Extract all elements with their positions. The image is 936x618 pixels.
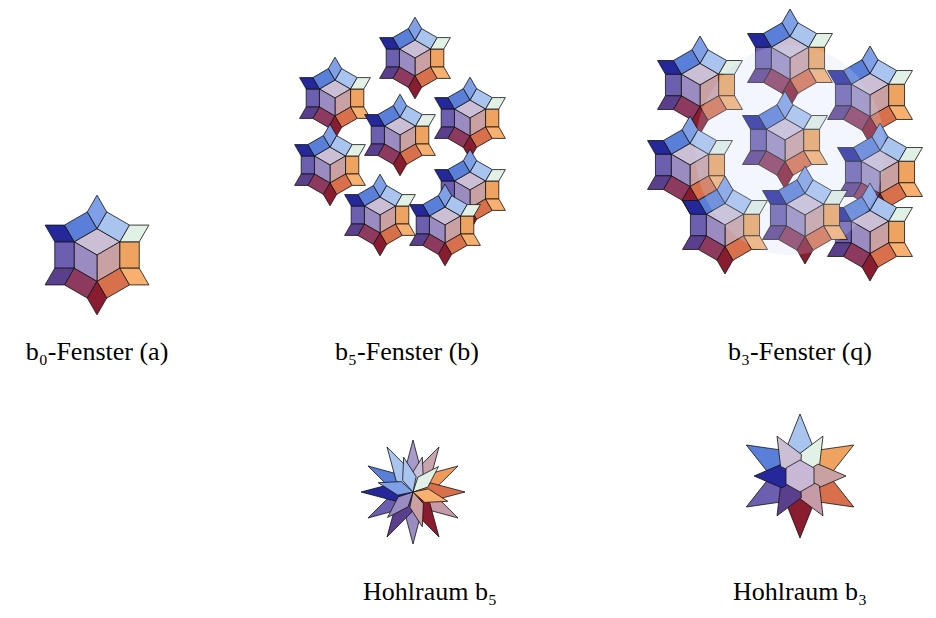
- figure-caption: Hohlraum b₃: [733, 576, 867, 607]
- figure-caption: b₅-Fenster (b): [335, 336, 479, 367]
- figure-caption: b₀-Fenster (a): [26, 336, 169, 367]
- figure-caption: b₃-Fenster (q): [728, 336, 872, 367]
- cavity-b5-figure: [361, 440, 465, 544]
- cavity-b3-figure: [738, 414, 861, 538]
- b3-window-figure: [648, 9, 923, 281]
- b0-window-figure: [45, 195, 149, 315]
- figure-caption: Hohlraum b₅: [363, 576, 497, 607]
- b5-window-figure: [295, 17, 506, 266]
